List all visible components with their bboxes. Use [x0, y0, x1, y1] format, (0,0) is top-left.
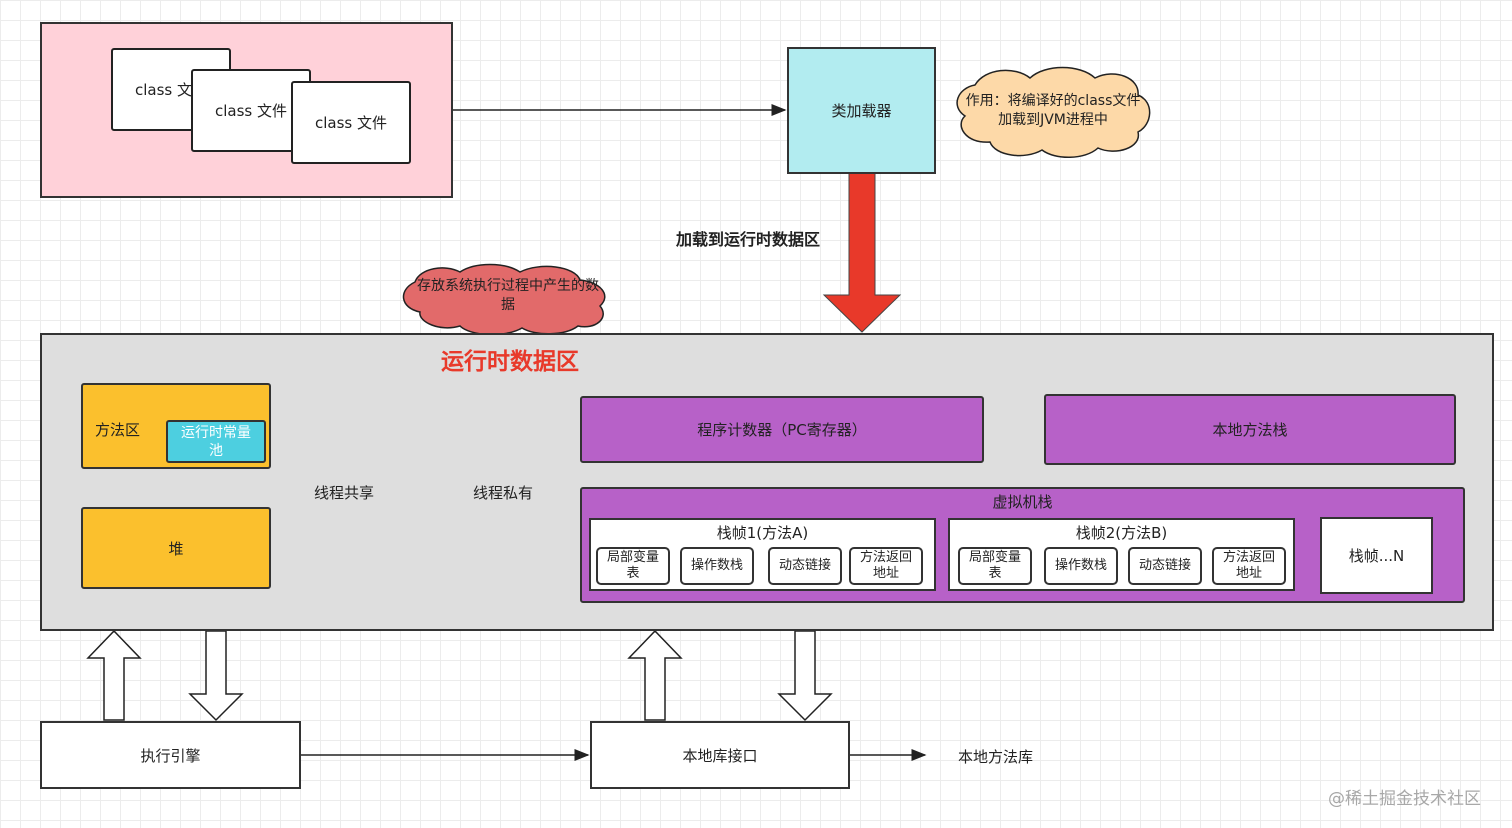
class-file-3-label: class 文件	[314, 114, 387, 132]
frame2-local-vars: 局部变量表	[958, 547, 1032, 585]
red-load-arrow	[822, 172, 902, 333]
thread-shared-label: 线程共享	[314, 484, 375, 502]
stack-frame-n: 栈帧...N	[1320, 517, 1433, 594]
class-file-3: class 文件	[291, 81, 411, 164]
load-arrow-label: 加载到运行时数据区	[676, 230, 821, 249]
hollow-arrow-up-native	[627, 629, 683, 721]
watermark: @稀土掘金技术社区	[1328, 789, 1481, 809]
loader-note-text: 作用：将编译好的class文件加载到JVM进程中	[965, 93, 1141, 128]
method-area-label: 方法区	[95, 421, 141, 439]
pc-register: 程序计数器（PC寄存器）	[580, 396, 984, 463]
frame2-operand-stack-label: 操作数栈	[1055, 558, 1108, 573]
execution-engine: 执行引擎	[40, 721, 301, 789]
frame2-return-addr: 方法返回地址	[1212, 547, 1286, 585]
stack-frame-n-label: 栈帧...N	[1348, 547, 1405, 565]
frame2-operand-stack: 操作数栈	[1044, 547, 1118, 585]
native-library-interface: 本地库接口	[590, 721, 850, 789]
class-file-1-label: class 文件	[135, 81, 208, 99]
heap: 堆	[81, 507, 271, 589]
native-method-stack-label: 本地方法栈	[1212, 421, 1288, 439]
constant-pool: 运行时常量池	[166, 420, 266, 463]
frame1-dynamic-link: 动态链接	[768, 547, 842, 585]
runtime-title: 运行时数据区	[441, 349, 579, 375]
class-file-2-label: class 文件	[214, 102, 287, 120]
frame2-dynamic-link-label: 动态链接	[1139, 558, 1192, 573]
constant-pool-label: 运行时常量池	[181, 424, 251, 459]
frame2-return-addr-label: 方法返回地址	[1223, 550, 1276, 581]
data-note-text: 存放系统执行过程中产生的数据	[417, 278, 599, 313]
vm-stack-label: 虚拟机栈	[992, 493, 1053, 511]
class-loader: 类加载器	[787, 47, 936, 174]
frame1-return-addr-label: 方法返回地址	[860, 550, 913, 581]
hollow-arrow-up-exec	[86, 629, 142, 721]
native-library-interface-label: 本地库接口	[682, 746, 758, 765]
frame2-dynamic-link: 动态链接	[1128, 547, 1202, 585]
frame1-dynamic-link-label: 动态链接	[779, 558, 832, 573]
native-method-library: 本地方法库	[958, 748, 1034, 766]
hollow-arrow-down-exec	[188, 630, 244, 722]
stack-frame-1-title: 栈帧1(方法A)	[716, 524, 809, 542]
cloud-data-note	[402, 263, 606, 336]
cloud-loader-note	[956, 66, 1151, 158]
frame1-operand-stack-label: 操作数栈	[691, 558, 744, 573]
native-method-stack: 本地方法栈	[1044, 394, 1456, 465]
hollow-arrow-down-native	[777, 630, 833, 722]
frame1-return-addr: 方法返回地址	[849, 547, 923, 585]
frame2-local-vars-label: 局部变量表	[969, 550, 1022, 581]
frame1-operand-stack: 操作数栈	[680, 547, 754, 585]
execution-engine-label: 执行引擎	[140, 746, 201, 765]
frame1-local-vars: 局部变量表	[596, 547, 670, 585]
thread-private-label: 线程私有	[473, 484, 534, 502]
stack-frame-2-title: 栈帧2(方法B)	[1075, 524, 1168, 542]
class-loader-label: 类加载器	[831, 102, 892, 120]
heap-label: 堆	[168, 539, 184, 558]
pc-register-label: 程序计数器（PC寄存器）	[697, 421, 867, 439]
frame1-local-vars-label: 局部变量表	[607, 550, 660, 581]
